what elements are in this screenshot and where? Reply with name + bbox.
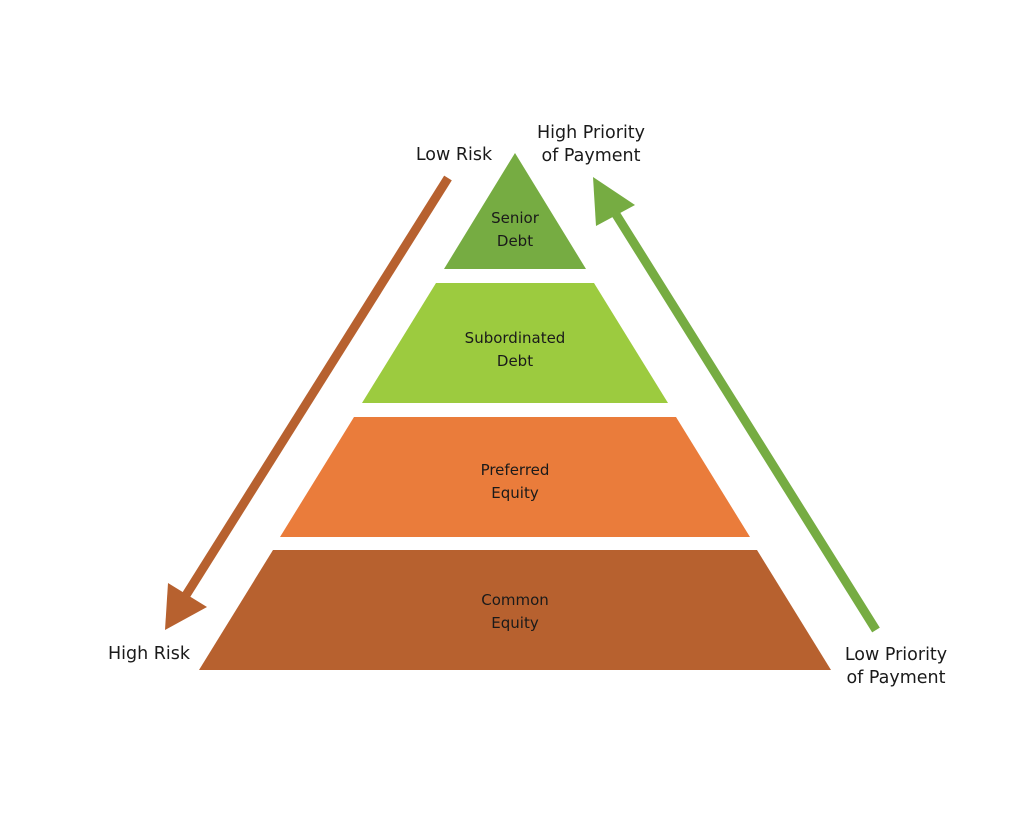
layer-subordinated-debt <box>362 283 668 403</box>
common-equity-label-2: Equity <box>491 614 539 632</box>
preferred-equity-label-1: Preferred <box>481 461 550 479</box>
common-equity-label-1: Common <box>481 591 549 609</box>
priority-arrow-shaft <box>608 205 880 633</box>
priority-arrow <box>593 177 880 633</box>
layer-senior-debt <box>444 153 586 269</box>
risk-arrow-shaft <box>179 175 452 603</box>
high-risk-label: High Risk <box>108 644 191 664</box>
preferred-equity-label-2: Equity <box>491 484 539 502</box>
subordinated-debt-label-2: Debt <box>497 352 533 370</box>
layer-preferred-equity <box>280 417 750 537</box>
senior-debt-label-1: Senior <box>491 209 540 227</box>
high-priority-label-2: of Payment <box>541 146 640 166</box>
priority-arrow-head <box>593 177 635 226</box>
layer-common-equity <box>199 550 831 670</box>
risk-arrow <box>165 175 452 630</box>
low-priority-label-2: of Payment <box>846 668 945 688</box>
risk-arrow-head <box>165 583 207 630</box>
senior-debt-label-2: Debt <box>497 232 533 250</box>
subordinated-debt-label-1: Subordinated <box>465 329 566 347</box>
low-risk-label: Low Risk <box>416 145 493 165</box>
high-priority-label-1: High Priority <box>537 123 645 143</box>
low-priority-label-1: Low Priority <box>845 645 947 665</box>
